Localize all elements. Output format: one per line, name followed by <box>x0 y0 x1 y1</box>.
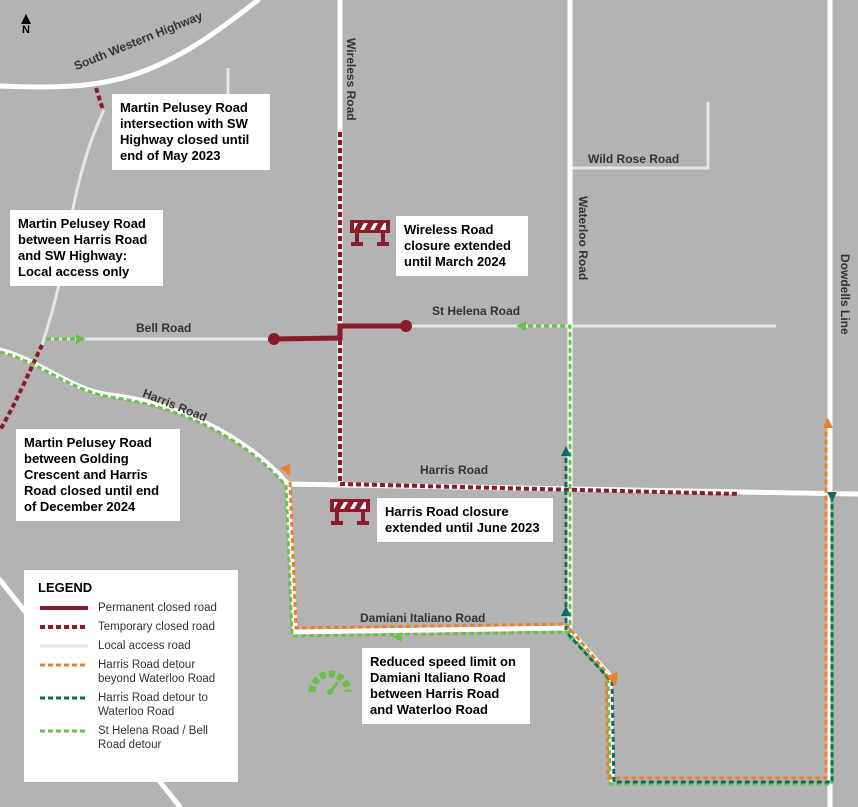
legend-swatch-teal <box>38 691 90 705</box>
callout-speed-limit: Reduced speed limit on Damiani Italiano … <box>362 648 530 724</box>
legend-swatch-temporary <box>38 620 90 634</box>
road-label-damiani-italiano-road: Damiani Italiano Road <box>360 611 486 625</box>
north-indicator: N <box>16 24 36 36</box>
road-label-bell-road: Bell Road <box>136 321 192 335</box>
barrier-icon-wireless <box>350 220 390 246</box>
map-legend: LEGEND Permanent closed road Temporary c… <box>24 570 238 782</box>
legend-title: LEGEND <box>38 580 93 595</box>
callout-harris-closure: Harris Road closure extended until June … <box>377 498 553 542</box>
st-helena-bell-detour <box>0 324 834 786</box>
north-label: N <box>22 24 30 36</box>
road-label-st-helena-road: St Helena Road <box>432 304 521 318</box>
south-western-highway-line <box>0 0 261 90</box>
arrow-dowdells-south <box>827 492 837 502</box>
arrow-damiani-west <box>392 632 402 642</box>
arrow-dowdells-north <box>823 418 833 428</box>
closure-end-east <box>400 320 412 332</box>
legend-swatch-orange <box>38 658 90 672</box>
callout-local-access: Martin Pelusey Road between Harris Road … <box>10 210 163 286</box>
legend-item-harris-detour-beyond: Harris Road detour beyond Waterloo Road <box>38 658 224 686</box>
closure-end-west <box>268 333 280 345</box>
road-label-dowdells-line: Dowdells Line <box>838 254 852 335</box>
legend-swatch-local-access <box>38 639 90 653</box>
arrow-bell-east <box>76 334 86 344</box>
legend-item-st-helena-detour: St Helena Road / Bell Road detour <box>38 724 224 752</box>
direction-arrows <box>76 321 837 686</box>
legend-item-temporary-closed: Temporary closed road <box>38 620 224 634</box>
golding-crescent-closure <box>0 344 44 432</box>
temporary-closures <box>0 87 741 496</box>
harris-detour-beyond-waterloo <box>288 420 828 780</box>
arrow-waterloo-north-lower <box>561 606 571 616</box>
arrow-st-helena-west <box>516 321 526 331</box>
callout-sw-highway-intersection: Martin Pelusey Road intersection with SW… <box>112 94 270 170</box>
arrow-damiani-bend <box>606 672 618 686</box>
road-label-waterloo-road: Waterloo Road <box>576 196 590 281</box>
callout-wireless-closure: Wireless Road closure extended until Mar… <box>396 216 528 276</box>
road-label-wild-rose-road: Wild Rose Road <box>588 152 680 166</box>
legend-swatch-permanent <box>38 601 90 615</box>
harris-detour-to-waterloo <box>564 450 834 784</box>
legend-item-permanent-closed: Permanent closed road <box>38 601 224 615</box>
speedometer-icon <box>308 670 352 695</box>
sw-highway-intersection-closure <box>94 87 105 111</box>
callout-golding-closure: Martin Pelusey Road between Golding Cres… <box>16 429 180 521</box>
legend-swatch-green <box>38 724 90 738</box>
harris-road-temp-closure <box>339 482 741 496</box>
road-label-harris-road-east: Harris Road <box>420 463 489 477</box>
legend-item-harris-detour-to-waterloo: Harris Road detour to Waterloo Road <box>38 691 224 719</box>
barrier-icon-harris <box>330 499 370 525</box>
road-label-wireless-road: Wireless Road <box>344 38 358 121</box>
arrow-waterloo-north-upper <box>561 446 571 456</box>
legend-item-local-access: Local access road <box>38 639 224 653</box>
wild-rose-road-line <box>572 102 710 170</box>
north-arrow-icon <box>21 14 31 24</box>
arrow-harris-corner <box>280 464 290 476</box>
